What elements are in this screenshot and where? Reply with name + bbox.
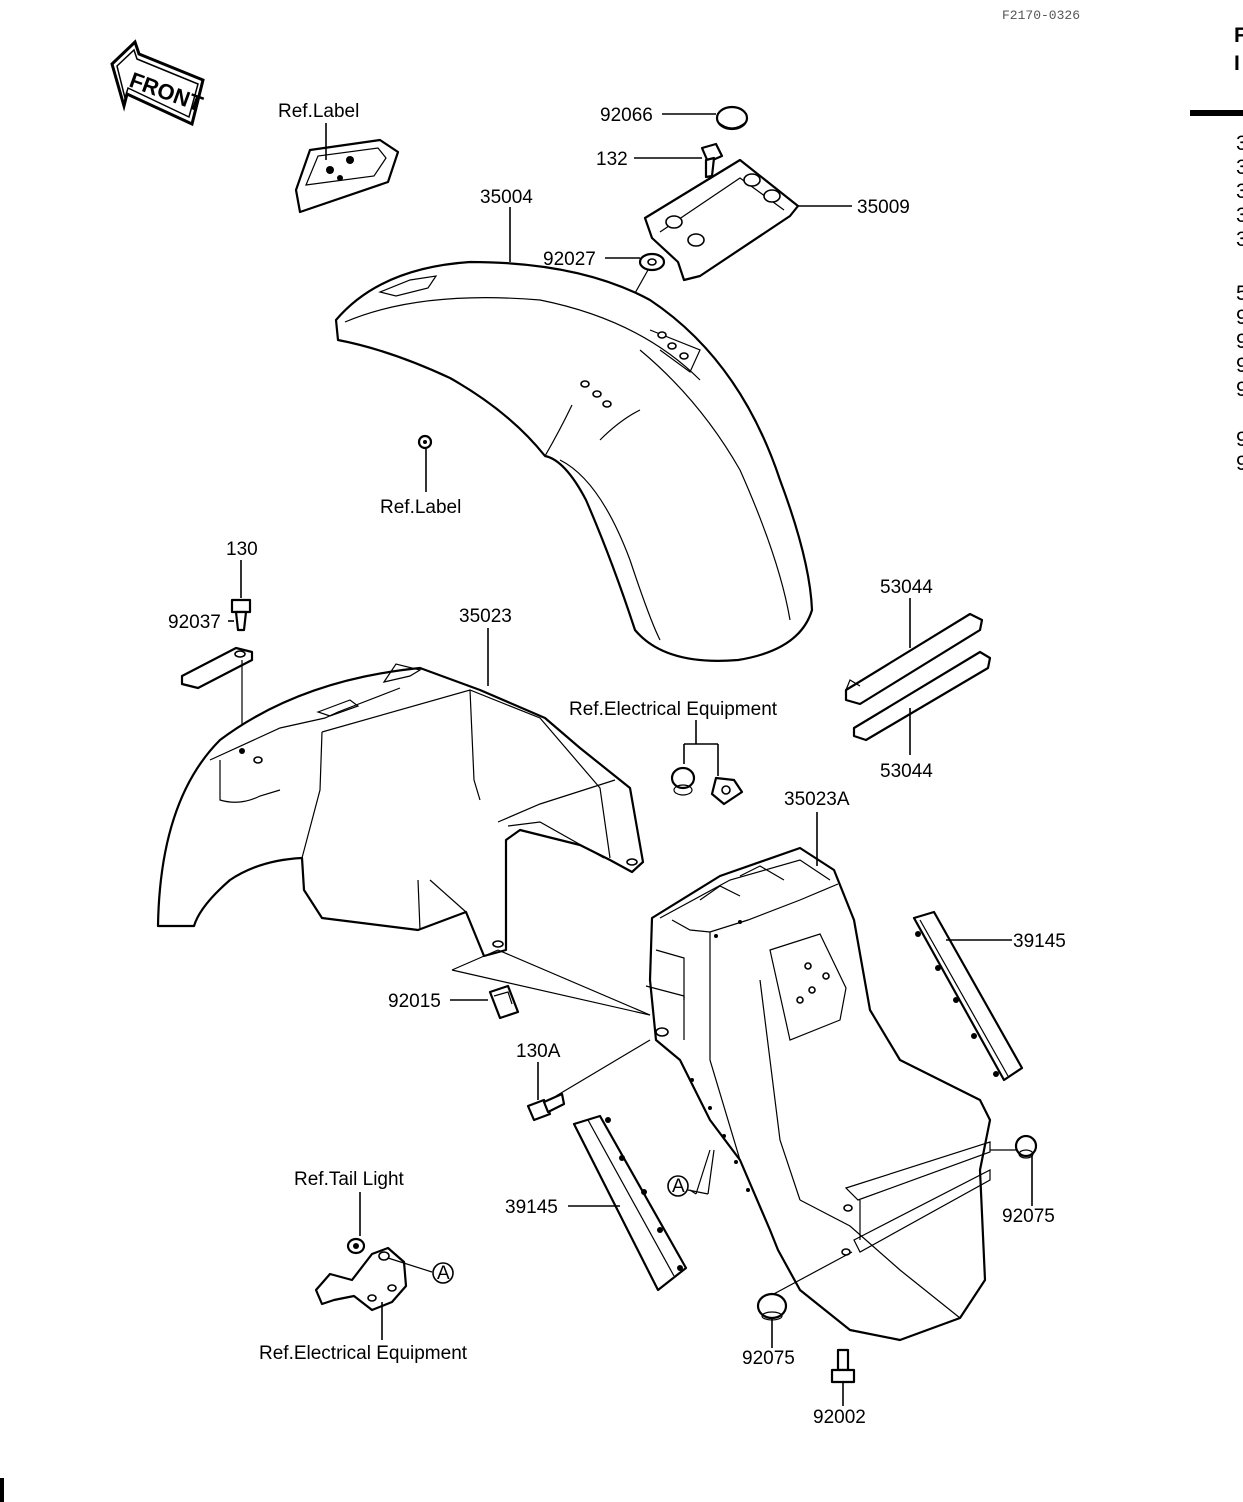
label-decal-part — [294, 123, 400, 214]
assembly-lines — [451, 949, 1020, 1297]
bracket-35009-part — [643, 158, 852, 282]
edge-char: 9 — [1236, 306, 1243, 329]
part-number-92002: 92002 — [813, 1407, 866, 1428]
part-number-130: 130 — [226, 539, 258, 560]
right-edge-fragment: F I 3 3 3 3 3 5 9 9 9 9 9 9 — [1190, 24, 1243, 475]
edge-char: 9 — [1236, 330, 1243, 353]
part-number-35023: 35023 — [459, 606, 512, 627]
bolt-132-part — [634, 142, 724, 179]
edge-char: 3 — [1236, 204, 1243, 227]
part-number-92037: 92037 — [168, 612, 221, 633]
strip-39145-left-part — [568, 1114, 688, 1292]
part-number-39145-right: 39145 — [1013, 931, 1066, 952]
doc-code: F2170-0326 — [1002, 8, 1080, 23]
edge-char: 9 — [1236, 378, 1243, 401]
part-number-92075-bottom: 92075 — [742, 1348, 795, 1369]
strip-39145-right-part — [912, 910, 1024, 1082]
part-number-35009: 35009 — [857, 197, 910, 218]
callout-a-fender: A — [667, 1149, 715, 1197]
cap-92066-part — [662, 105, 749, 131]
bolt-92002-part — [830, 1348, 856, 1406]
grommet-92075-right-part — [1014, 1134, 1038, 1206]
ref-electrical-equipment-top: Ref.Electrical Equipment — [569, 699, 778, 720]
rear-fender-35023A-part — [645, 812, 992, 1342]
edge-rule — [1190, 110, 1243, 116]
bolt-130-part — [230, 560, 252, 632]
plate-92037-part — [180, 620, 254, 750]
part-number-53044-top: 53044 — [880, 577, 933, 598]
clip-92015-part — [450, 984, 520, 1020]
edge-char: 5 — [1236, 282, 1243, 305]
label-small-part — [417, 434, 433, 492]
edge-char: 9 — [1236, 428, 1243, 451]
part-number-132: 132 — [596, 149, 628, 170]
part-number-53044-bottom: 53044 — [880, 761, 933, 782]
part-number-92027: 92027 — [543, 249, 596, 270]
edge-char: 3 — [1236, 132, 1243, 155]
part-number-92015: 92015 — [388, 991, 441, 1012]
left-edge-mark — [0, 1478, 4, 1502]
edge-char: F — [1234, 24, 1243, 47]
part-number-130A: 130A — [516, 1041, 561, 1062]
ref-tail-light: Ref.Tail Light — [294, 1169, 405, 1190]
part-number-92066: 92066 — [600, 105, 653, 126]
part-number-92075-right: 92075 — [1002, 1206, 1055, 1227]
part-number-35004: 35004 — [480, 187, 533, 208]
edge-char: 3 — [1236, 180, 1243, 203]
callout-a-label: A — [672, 1176, 685, 1197]
bolt-130A-part — [526, 1062, 566, 1122]
edge-char: 9 — [1236, 452, 1243, 475]
strip-53044-top-part — [844, 598, 984, 706]
strip-53044-bottom-part — [852, 650, 992, 755]
part-number-39145-left: 39145 — [505, 1197, 558, 1218]
edge-char: 3 — [1236, 156, 1243, 179]
edge-char: 9 — [1236, 354, 1243, 377]
ref-label-middle: Ref.Label — [380, 497, 461, 518]
rear-fender-35023-part — [156, 628, 645, 958]
part-number-35023A: 35023A — [784, 789, 850, 810]
callout-a-label: A — [437, 1263, 450, 1284]
tail-light-bracket-part: A — [314, 1192, 454, 1340]
front-fender-35004-part — [334, 207, 814, 662]
grommets-part — [670, 720, 744, 806]
ref-label-top: Ref.Label — [278, 101, 359, 122]
ref-electrical-equipment-bottom: Ref.Electrical Equipment — [259, 1343, 468, 1364]
front-arrow: FRONT — [110, 39, 207, 127]
edge-char: I — [1234, 52, 1240, 75]
grommet-92075-bottom-part — [756, 1292, 788, 1348]
edge-char: 3 — [1236, 228, 1243, 251]
